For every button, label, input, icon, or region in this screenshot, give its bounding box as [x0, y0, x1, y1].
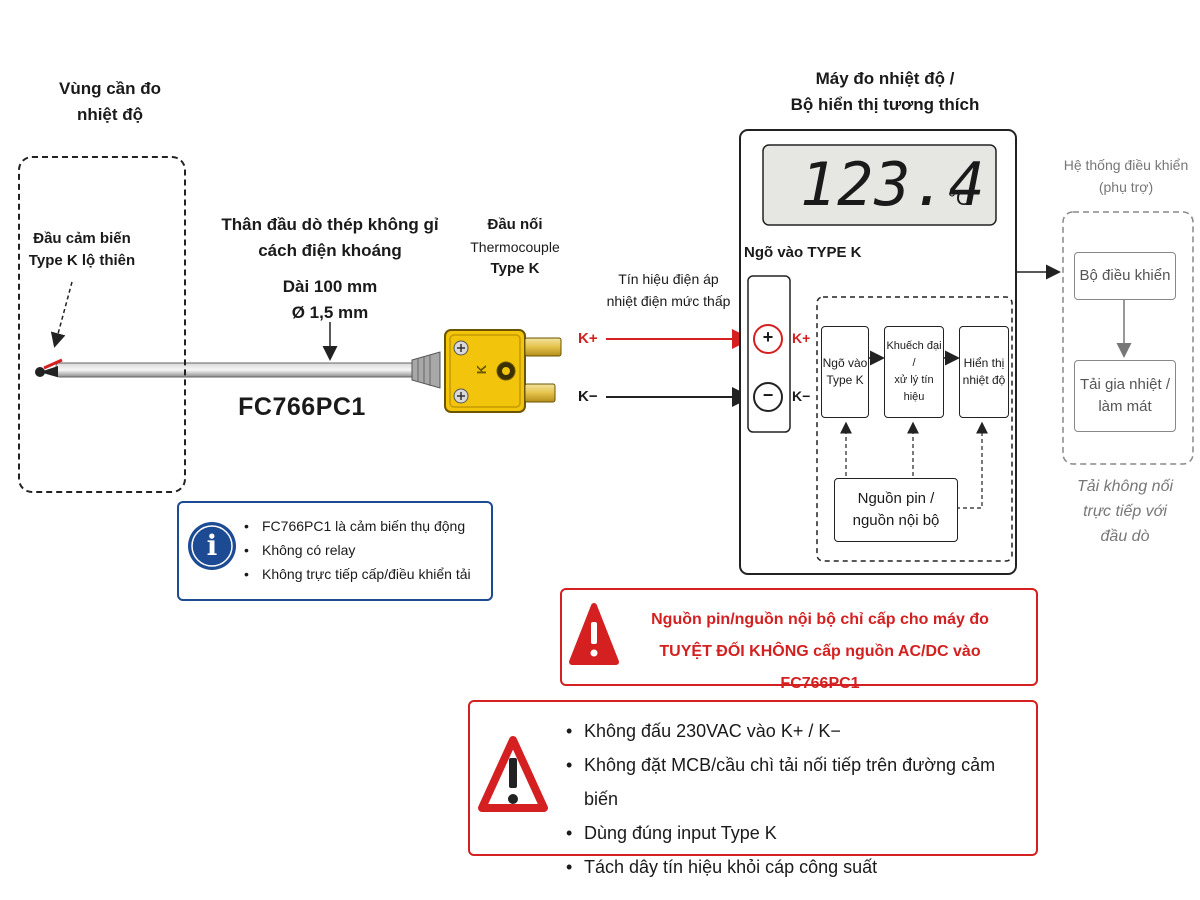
- meter-title: Máy đo nhiệt độ / Bộ hiển thị tương thíc…: [790, 69, 980, 114]
- sensor-tip: [40, 366, 58, 378]
- lcd-unit: °C: [948, 188, 971, 210]
- meter-kminus-label: K−: [792, 388, 811, 404]
- minus-terminal-symbol: −: [762, 385, 774, 405]
- load-block: Tải gia nhiệt /làm mát: [1074, 360, 1176, 432]
- measurement-zone-title: Vùng cần đo nhiệt độ: [59, 79, 161, 124]
- type-k-connector: [444, 329, 562, 413]
- plus-terminal-symbol: +: [762, 327, 774, 347]
- signal-label: Tín hiệu điện áp nhiệt điện mức thấp: [606, 271, 731, 309]
- warning-item: Tách dây tín hiệu khỏi cáp công suất: [566, 850, 1026, 884]
- minus-terminal: [753, 382, 783, 412]
- sensor-pointer-line: [50, 281, 73, 348]
- control-note: Tải không nối trực tiếp với đầu dò: [1076, 478, 1174, 545]
- info-box: [177, 501, 493, 601]
- warning-item: Không đấu 230VAC vào K+ / K−: [566, 714, 1026, 748]
- info-icon-letter: i: [206, 529, 218, 562]
- connector-k-mark: K: [474, 364, 490, 375]
- probe-dimensions: Dài 100 mm Ø 1,5 mm: [282, 277, 378, 322]
- warning-box-power: [560, 588, 1038, 686]
- warning-power-text: Nguồn pin/nguồn nội bộ chỉ cấp cho máy đ…: [651, 611, 989, 692]
- info-item: Không có relay: [244, 538, 484, 562]
- meter-input-title: Ngõ vào TYPE K: [744, 244, 862, 261]
- info-circle-icon: [188, 522, 236, 570]
- control-system-area: [1062, 211, 1194, 465]
- warning-wiring-list: Không đấu 230VAC vào K+ / K− Không đặt M…: [566, 714, 1026, 884]
- measurement-zone: [18, 156, 186, 493]
- lcd-display: [762, 144, 997, 226]
- meter-internal-area: [816, 296, 1013, 562]
- meter-kplus-label: K+: [792, 330, 811, 346]
- warning-triangle-large-icon: [478, 736, 548, 812]
- probe-body-label: Thân đầu dò thép không gỉ cách điện khoá…: [221, 215, 439, 260]
- block-power-source: Nguồn pin /nguồn nội bộ: [834, 478, 958, 542]
- kplus-label: K+: [578, 330, 598, 347]
- warning-item: Không đặt MCB/cầu chì tải nối tiếp trên …: [566, 748, 1026, 816]
- info-list: FC766PC1 là cảm biến thụ động Không có r…: [244, 514, 484, 586]
- connector-label: Đầu nối Thermocouple Type K: [470, 216, 560, 277]
- info-item: FC766PC1 là cảm biến thụ động: [244, 514, 484, 538]
- info-item: Không trực tiếp cấp/điều khiển tải: [244, 562, 484, 586]
- probe-model: FC766PC1: [238, 393, 366, 421]
- warning-triangle-small-icon: [569, 603, 619, 665]
- strain-relief: [411, 351, 441, 389]
- kminus-label: K−: [578, 388, 598, 405]
- lcd-reading: 123.4: [800, 150, 986, 220]
- control-system-title: Hệ thống điều khiển (phụ trợ): [1063, 157, 1189, 195]
- plus-terminal: [753, 324, 783, 354]
- block-amplifier: Khuếch đại /xử lý tín hiệu: [884, 326, 944, 418]
- warning-item: Dùng đúng input Type K: [566, 816, 1026, 850]
- sensor-tip-label: Đầu cảm biến Type K lộ thiên: [28, 230, 136, 269]
- controller-block: Bộ điều khiển: [1074, 252, 1176, 300]
